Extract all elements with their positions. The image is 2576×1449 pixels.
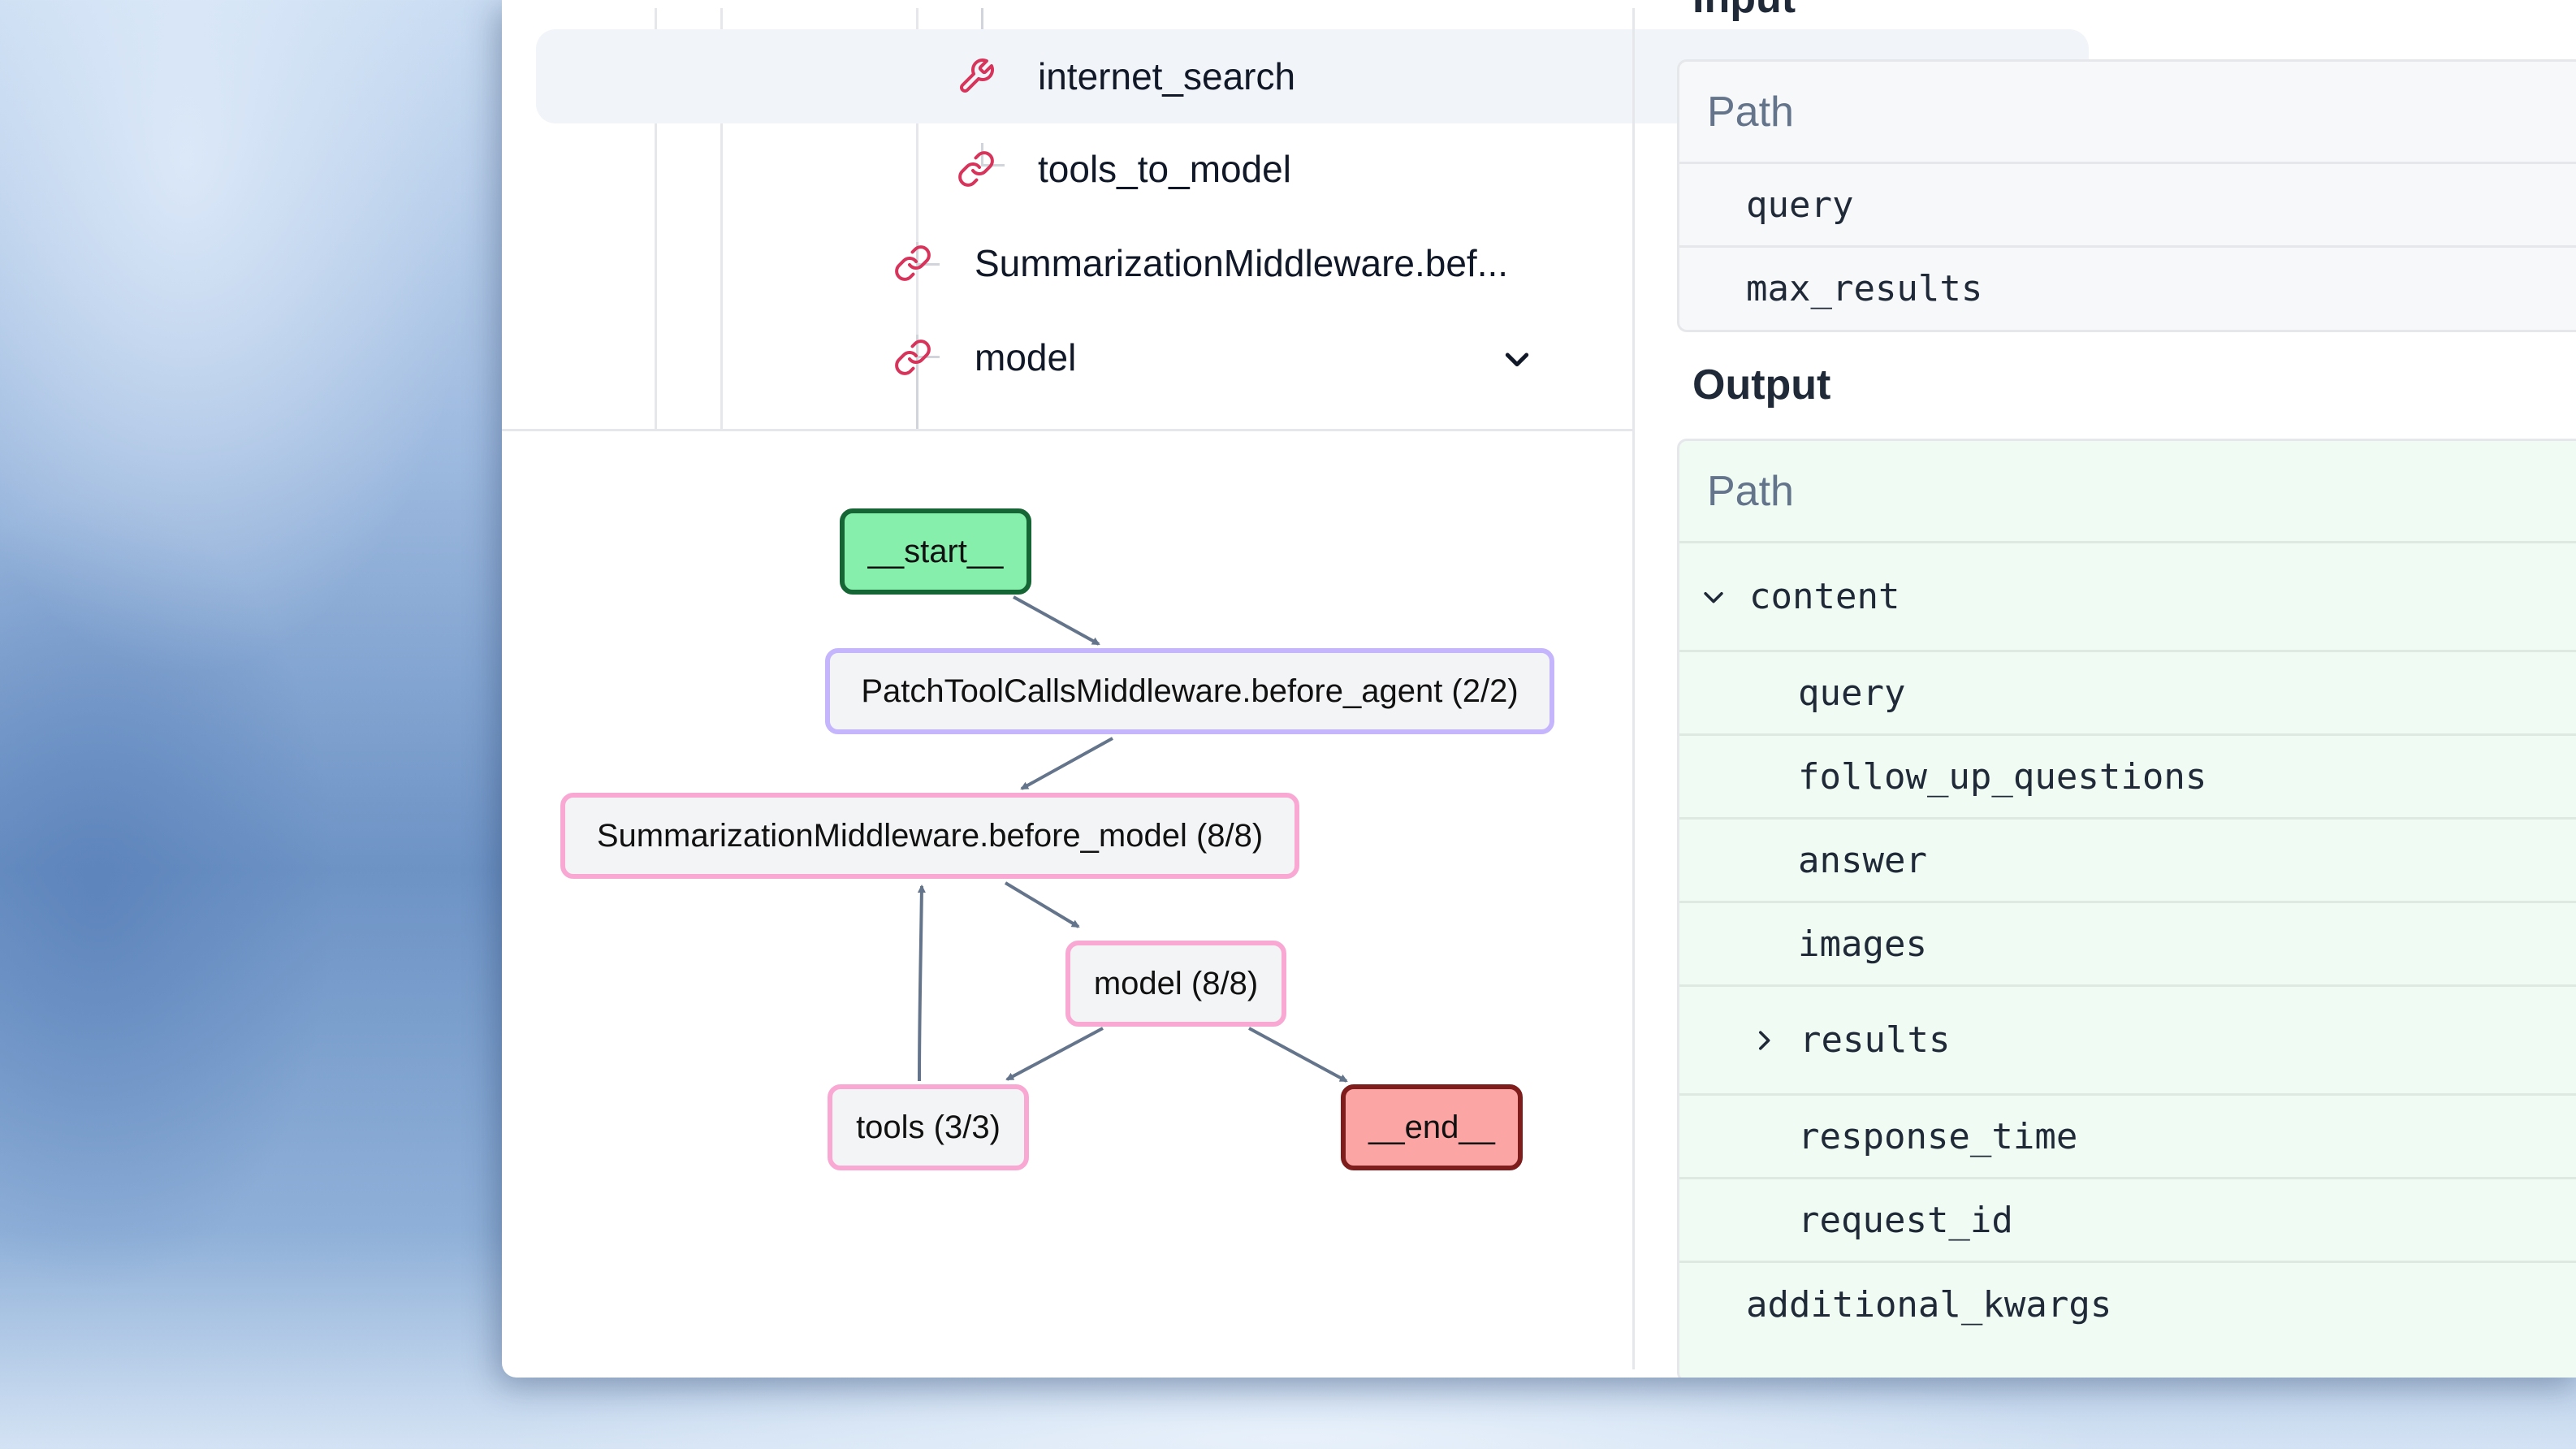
output-row-label: content bbox=[1749, 576, 1900, 617]
link-icon bbox=[875, 331, 950, 383]
output-row-query[interactable]: query bbox=[1679, 652, 2576, 736]
edge-model-to-tools bbox=[1005, 1027, 1104, 1081]
tree-guide-line bbox=[720, 8, 723, 429]
graph-node-end[interactable]: __end__ bbox=[1341, 1084, 1523, 1170]
output-path-header: Path bbox=[1679, 441, 2576, 543]
link-icon bbox=[875, 237, 950, 289]
output-row-request-id[interactable]: request_id bbox=[1679, 1179, 2576, 1263]
output-row-follow-up-questions[interactable]: follow_up_questions bbox=[1679, 736, 2576, 820]
graph-node-patch-tool-calls[interactable]: PatchToolCallsMiddleware.before_agent (2… bbox=[825, 648, 1554, 734]
tree-branch bbox=[916, 242, 940, 266]
input-row-query[interactable]: query bbox=[1679, 164, 2576, 248]
run-tree: internet_search tools_to_model Summariza… bbox=[502, 0, 2089, 431]
graph-edges bbox=[917, 595, 1348, 1083]
edge-patch-to-summarization bbox=[1020, 737, 1113, 790]
tree-item-tools-to-model[interactable]: tools_to_model bbox=[939, 122, 1291, 216]
chevron-down-icon[interactable] bbox=[1501, 343, 1533, 375]
right-pane: Input Path query max_results Output Path… bbox=[1635, 0, 2576, 1378]
tree-item-label: internet_search bbox=[1038, 55, 1296, 97]
tree-item-label: model bbox=[975, 336, 1077, 378]
edge-tools-to-summarization bbox=[917, 885, 926, 1082]
graph-node-model[interactable]: model (8/8) bbox=[1065, 941, 1286, 1027]
output-row-images[interactable]: images bbox=[1679, 903, 2576, 987]
edge-start-to-patch bbox=[1013, 595, 1100, 646]
graph-view: __start__ PatchToolCallsMiddleware.befor… bbox=[502, 431, 1632, 1378]
trace-window: internet_search tools_to_model Summariza… bbox=[502, 0, 2576, 1378]
tree-guide-line bbox=[916, 8, 918, 429]
tree-branch bbox=[916, 335, 940, 358]
input-title: Input bbox=[1692, 0, 1796, 23]
output-row-response-time[interactable]: response_time bbox=[1679, 1096, 2576, 1179]
tree-guide-line bbox=[655, 8, 657, 429]
output-row-answer[interactable]: answer bbox=[1679, 820, 2576, 903]
input-row-max-results[interactable]: max_results bbox=[1746, 268, 1983, 309]
tree-item-model[interactable]: model bbox=[875, 310, 1606, 404]
pane-divider[interactable] bbox=[1632, 8, 1635, 1369]
chevron-right-icon[interactable] bbox=[1748, 1027, 1780, 1054]
input-table: Path query max_results bbox=[1677, 59, 2576, 332]
link-icon bbox=[939, 143, 1014, 195]
graph-node-start[interactable]: __start__ bbox=[840, 508, 1031, 595]
tree-guide-line bbox=[916, 344, 918, 429]
graph-node-tools[interactable]: tools (3/3) bbox=[828, 1084, 1029, 1170]
input-path-header: Path bbox=[1679, 62, 2576, 164]
output-row-results[interactable]: results bbox=[1679, 987, 2576, 1096]
tree-item-internet-search-content[interactable]: internet_search bbox=[939, 29, 1295, 123]
chevron-down-icon[interactable] bbox=[1697, 583, 1730, 611]
graph-node-summarization[interactable]: SummarizationMiddleware.before_model (8/… bbox=[560, 793, 1299, 879]
output-table: Path content query follow_up_questions a… bbox=[1677, 439, 2576, 1378]
tree-item-label: SummarizationMiddleware.bef... bbox=[975, 242, 1509, 284]
edge-summarization-to-model bbox=[1004, 881, 1080, 928]
tree-item-label: tools_to_model bbox=[1038, 148, 1291, 190]
tree-item-summarization-middleware[interactable]: SummarizationMiddleware.bef... bbox=[875, 216, 1508, 310]
output-title: Output bbox=[1692, 361, 1831, 409]
output-row-additional-kwargs[interactable]: additional_kwargs bbox=[1746, 1284, 2112, 1326]
output-row-content[interactable]: content bbox=[1679, 543, 2576, 652]
wrench-icon bbox=[939, 50, 1014, 102]
left-pane: internet_search tools_to_model Summariza… bbox=[502, 0, 2089, 1378]
output-row-label: results bbox=[1800, 1019, 1951, 1061]
edge-model-to-end bbox=[1248, 1027, 1348, 1083]
